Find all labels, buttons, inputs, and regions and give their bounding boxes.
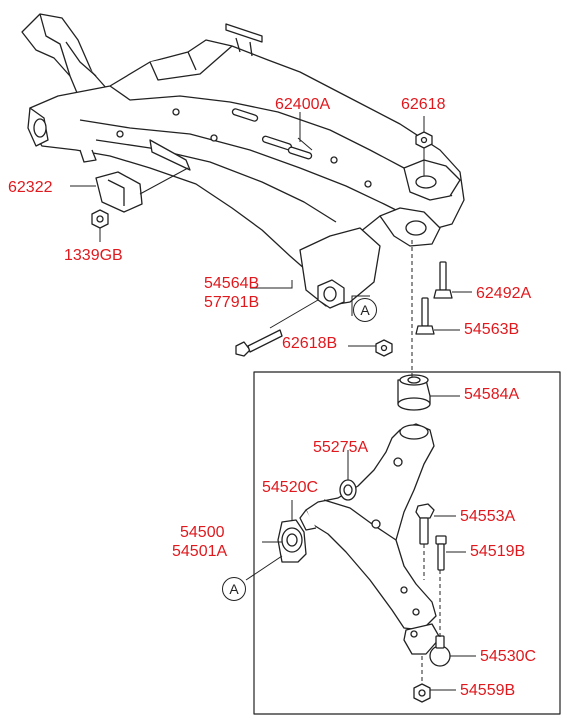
- nut-62618b: [375, 339, 393, 357]
- label-54559b: 54559B: [460, 682, 516, 699]
- bushing-54520c: [277, 519, 307, 563]
- nut-1339gb: [91, 209, 109, 229]
- label-62400a: 62400A: [275, 96, 331, 113]
- label-55275a: 55275A: [313, 439, 369, 456]
- subframe-crossmember: [21, 13, 465, 309]
- nut-54559b: [413, 683, 431, 703]
- bolt-62492a: [433, 261, 453, 299]
- leader-lines: [70, 112, 476, 691]
- bolt-54563b: [415, 297, 435, 335]
- bracket-62322: [95, 171, 143, 213]
- ball-joint-54530c: [403, 623, 451, 667]
- label-57791b: 57791B: [204, 294, 260, 311]
- label-54520c: 54520C: [262, 479, 319, 496]
- label-54500: 54500: [180, 524, 225, 541]
- label-62618-top: 62618: [401, 96, 446, 113]
- label-1339gb: 1339GB: [64, 247, 123, 264]
- label-54519b: 54519B: [470, 543, 526, 560]
- nut-62618-top: [415, 131, 433, 149]
- assembly-box: [253, 371, 561, 715]
- label-62618b: 62618B: [282, 335, 338, 352]
- bolt-54553a: [415, 503, 435, 545]
- lower-control-arm: [299, 423, 437, 631]
- label-54553a: 54553A: [460, 508, 516, 525]
- bolt-54519b: [435, 535, 447, 571]
- label-54564b: 54564B: [204, 275, 260, 292]
- callout-a-upper: A: [353, 298, 377, 322]
- callout-a-lower: A: [222, 577, 246, 601]
- bushing-55275a: [339, 479, 357, 501]
- bolt-54564b: [235, 329, 283, 357]
- label-54530c: 54530C: [480, 648, 537, 665]
- label-54501a: 54501A: [172, 543, 228, 560]
- label-62492a: 62492A: [476, 285, 532, 302]
- label-62322: 62322: [8, 179, 53, 196]
- label-54584a: 54584A: [464, 386, 520, 403]
- label-54563b: 54563B: [464, 321, 520, 338]
- bushing-54584a: [397, 374, 431, 411]
